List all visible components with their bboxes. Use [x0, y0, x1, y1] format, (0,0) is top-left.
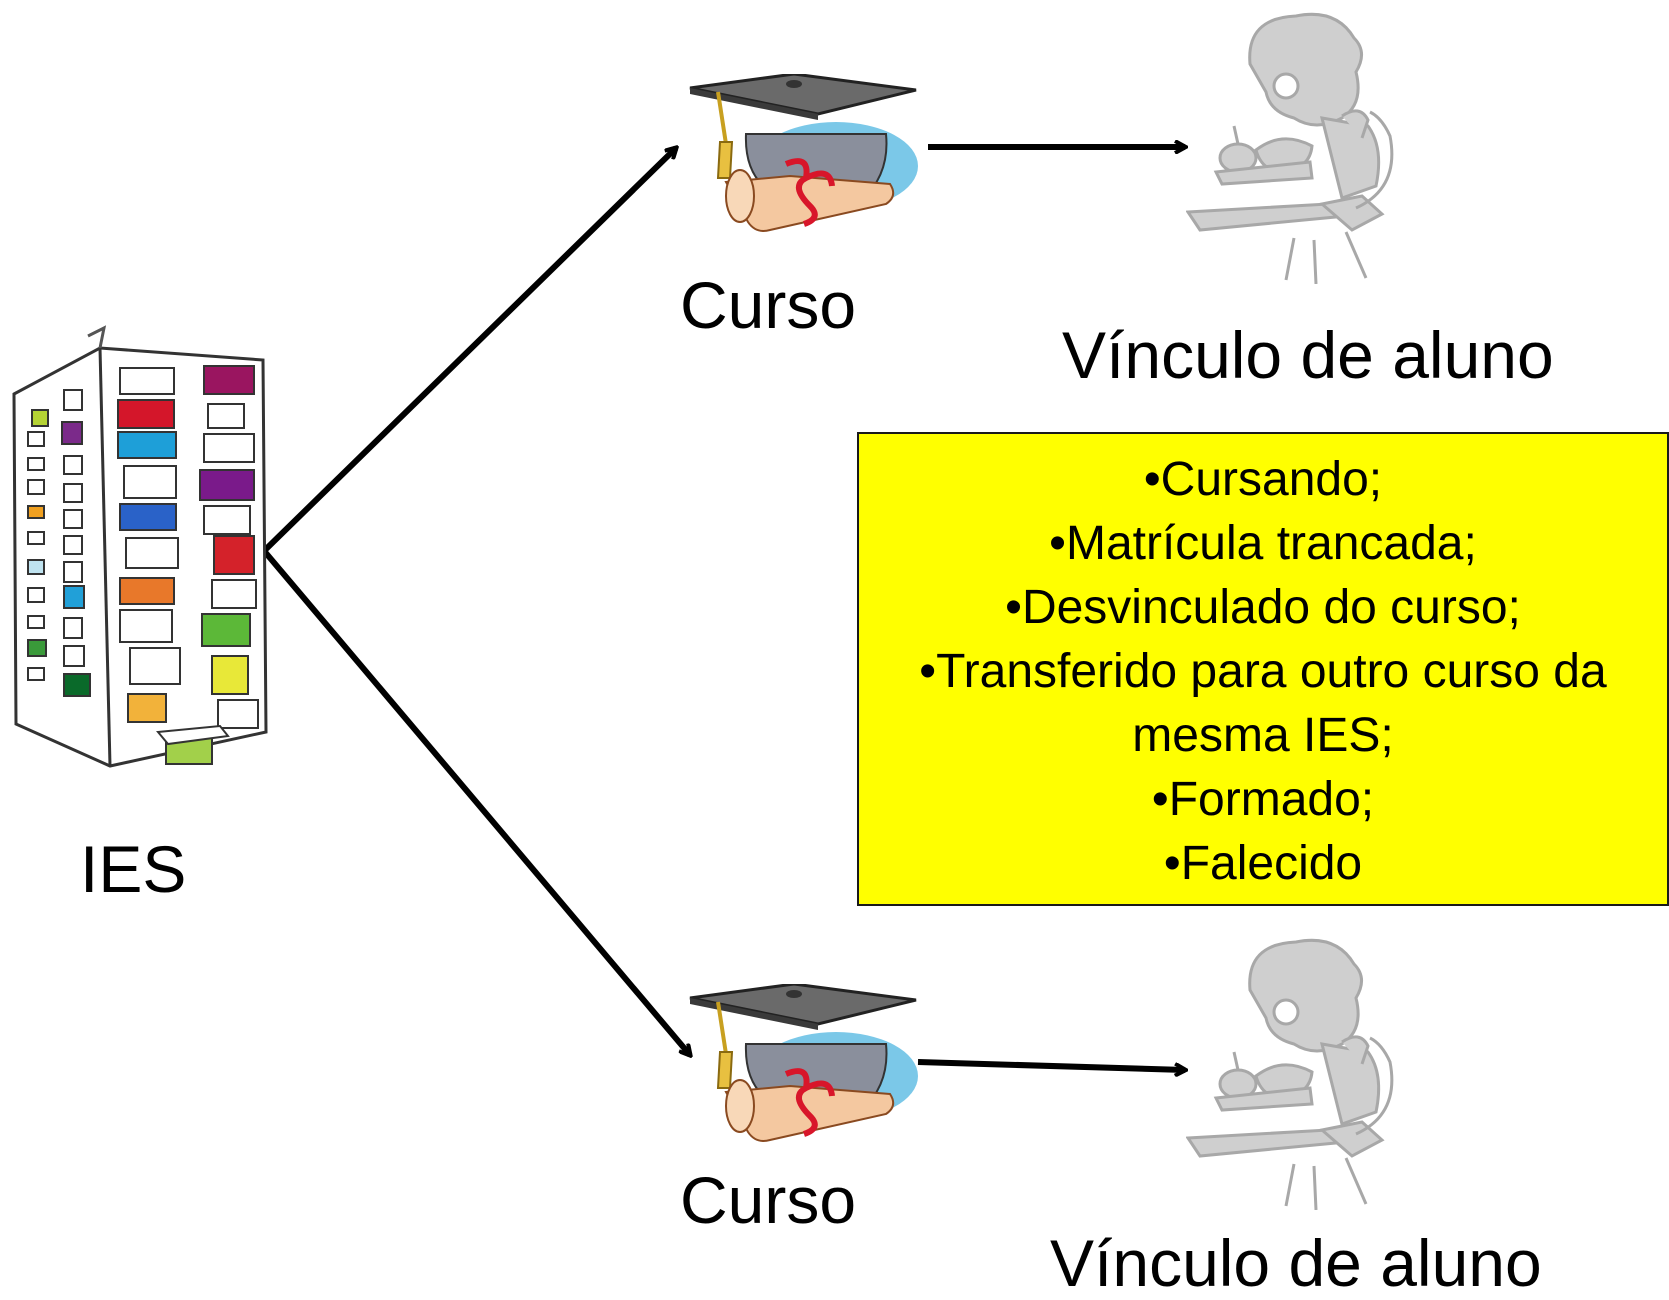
arrow-curso-bottom-to-vinculo — [917, 1059, 1185, 1070]
arrow-ies-to-curso-bottom — [262, 550, 690, 1055]
graduation-cap-diploma-icon — [689, 74, 918, 232]
status-item: Cursando; — [865, 448, 1661, 512]
curso-bottom-label: Curso — [680, 1163, 857, 1237]
building-icon — [12, 325, 268, 768]
status-list-box: Cursando; Matrícula trancada; Desvincula… — [857, 432, 1669, 906]
student-at-desk-icon — [1186, 12, 1394, 284]
ies-label: IES — [80, 832, 187, 906]
status-item: Formado; — [865, 768, 1661, 832]
status-item: Desvinculado do curso; — [865, 576, 1661, 640]
status-item: Transferido para outro curso da mesma IE… — [865, 640, 1661, 768]
student-at-desk-icon — [1186, 938, 1394, 1210]
status-item: Matrícula trancada; — [865, 512, 1661, 576]
vinculo-bottom-label: Vínculo de aluno — [1050, 1226, 1542, 1300]
status-list: Cursando; Matrícula trancada; Desvincula… — [859, 448, 1667, 896]
arrow-ies-to-curso-top — [262, 148, 676, 553]
curso-top-label: Curso — [680, 268, 857, 342]
vinculo-top-label: Vínculo de aluno — [1062, 318, 1554, 392]
graduation-cap-diploma-icon — [689, 984, 918, 1142]
status-item: Falecido — [865, 832, 1661, 896]
